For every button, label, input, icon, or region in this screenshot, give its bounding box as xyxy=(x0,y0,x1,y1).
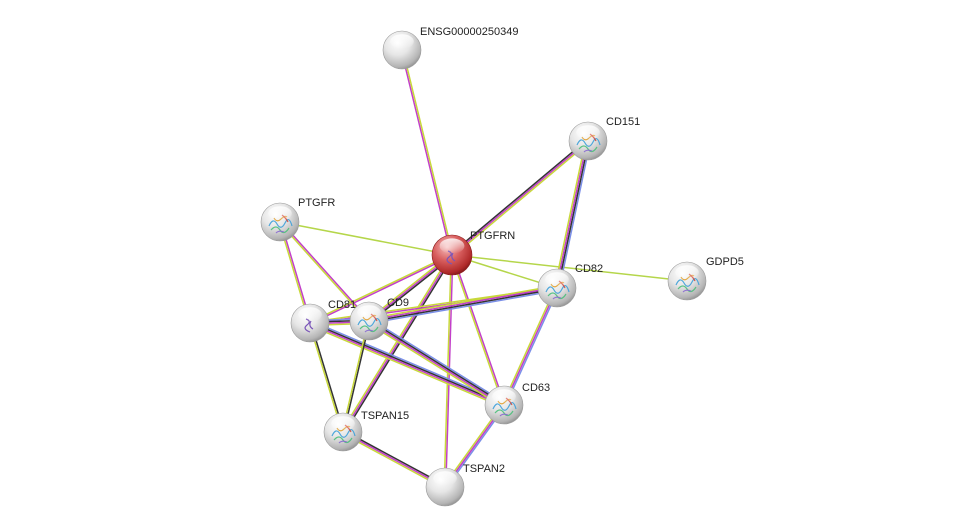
node-ptgfr[interactable]: PTGFR xyxy=(260,197,335,242)
node-label-ptgfrn: PTGFRN xyxy=(470,230,515,242)
edge-evidence-yellow xyxy=(278,222,369,323)
edge-ptgfr-cd9[interactable] xyxy=(278,220,371,323)
edge-ptgfrn-cd151[interactable] xyxy=(450,139,590,257)
node-gloss xyxy=(433,471,457,486)
node-label-tspan2: TSPAN2 xyxy=(463,463,505,475)
node-gloss xyxy=(439,238,465,254)
node-label-cd151: CD151 xyxy=(606,116,640,128)
edge-evidence-lightgreen xyxy=(451,254,688,282)
node-gloss xyxy=(268,206,292,221)
node-cd82[interactable]: CD82 xyxy=(537,263,603,308)
node-cd63[interactable]: CD63 xyxy=(484,382,550,425)
node-label-cd9: CD9 xyxy=(387,297,409,309)
edge-evidence-black xyxy=(343,255,455,434)
node-label-ensg00000250349: ENSG00000250349 xyxy=(420,26,518,38)
edge-ptgfrn-ensg00000250349[interactable] xyxy=(400,49,454,256)
edge-evidence-yellow xyxy=(553,140,587,288)
edge-evidence-black xyxy=(557,141,590,289)
edge-evidence-magenta xyxy=(342,431,446,488)
node-cd9[interactable]: CD9 xyxy=(349,297,409,341)
node-cd151[interactable]: CD151 xyxy=(568,116,640,161)
edge-evidence-black xyxy=(310,321,505,405)
node-gloss xyxy=(357,305,381,320)
edge-evidence-magenta xyxy=(309,323,504,407)
node-tspan15[interactable]: TSPAN15 xyxy=(323,410,409,452)
edge-evidence-magenta xyxy=(555,140,588,288)
node-label-cd81: CD81 xyxy=(328,299,356,311)
edge-evidence-black xyxy=(343,429,447,487)
edge-evidence-yellow xyxy=(452,141,590,257)
edge-evidence-yellow xyxy=(368,284,557,320)
node-label-ptgfr: PTGFR xyxy=(298,197,335,209)
edge-cd82-cd63[interactable] xyxy=(501,287,560,406)
edge-evidence-lightgreen xyxy=(279,221,453,256)
edge-evidence-magenta xyxy=(310,255,453,325)
edge-ptgfrn-cd81[interactable] xyxy=(309,253,453,325)
edge-evidence-yellow xyxy=(309,253,452,323)
node-label-cd82: CD82 xyxy=(575,263,603,275)
edge-cd82-cd9[interactable] xyxy=(368,284,558,325)
edge-evidence-black xyxy=(369,288,558,323)
edge-evidence-black xyxy=(450,139,588,255)
node-label-gdpd5: GDPD5 xyxy=(706,256,744,268)
node-gloss xyxy=(331,416,355,431)
node-gloss xyxy=(492,389,516,404)
edge-ptgfrn-gdpd5[interactable] xyxy=(451,254,688,282)
edge-cd9-cd63[interactable] xyxy=(367,318,506,408)
edge-ptgfrn-cd63[interactable] xyxy=(450,254,506,406)
edge-evidence-yellow xyxy=(501,287,557,405)
edge-evidence-blue xyxy=(369,289,558,325)
edge-evidence-yellow xyxy=(340,253,452,432)
edge-evidence-magenta xyxy=(452,254,506,405)
node-gloss xyxy=(675,265,699,280)
edge-evidence-magenta xyxy=(368,286,557,321)
edge-tspan15-tspan2[interactable] xyxy=(341,429,447,490)
node-label-cd63: CD63 xyxy=(522,382,550,394)
node-cd81[interactable]: CD81 xyxy=(290,299,356,343)
node-gdpd5[interactable]: GDPD5 xyxy=(667,256,744,301)
edge-ptgfrn-tspan15[interactable] xyxy=(340,253,455,434)
edge-evidence-blue xyxy=(369,318,506,404)
edge-evidence-magenta xyxy=(503,287,558,406)
edge-ptgfrn-ptgfr[interactable] xyxy=(279,221,453,256)
edge-evidence-yellow xyxy=(367,322,504,408)
node-tspan2[interactable]: TSPAN2 xyxy=(425,463,505,507)
edge-evidence-magenta xyxy=(451,140,589,256)
node-gloss xyxy=(390,34,414,49)
edge-evidence-yellow xyxy=(402,49,454,255)
edge-cd81-cd63[interactable] xyxy=(308,320,506,408)
node-ptgfrn[interactable]: PTGFRN xyxy=(431,230,515,276)
node-gloss xyxy=(545,272,569,287)
edge-evidence-black xyxy=(369,319,505,405)
edge-evidence-magenta xyxy=(400,50,452,256)
node-label-tspan15: TSPAN15 xyxy=(361,410,409,422)
edge-evidence-magenta xyxy=(280,220,371,321)
edge-evidence-magenta xyxy=(342,254,453,433)
edge-cd151-cd82[interactable] xyxy=(553,140,592,289)
edge-evidence-blue xyxy=(558,141,592,289)
node-ensg00000250349[interactable]: ENSG00000250349 xyxy=(382,26,518,70)
edge-evidence-yellow xyxy=(308,324,504,408)
edge-evidence-blue xyxy=(504,288,560,406)
node-gloss xyxy=(298,307,322,322)
edge-evidence-magenta xyxy=(368,321,504,407)
edge-evidence-yellow xyxy=(341,432,445,490)
edge-evidence-yellow xyxy=(450,255,504,406)
node-gloss xyxy=(576,125,600,140)
